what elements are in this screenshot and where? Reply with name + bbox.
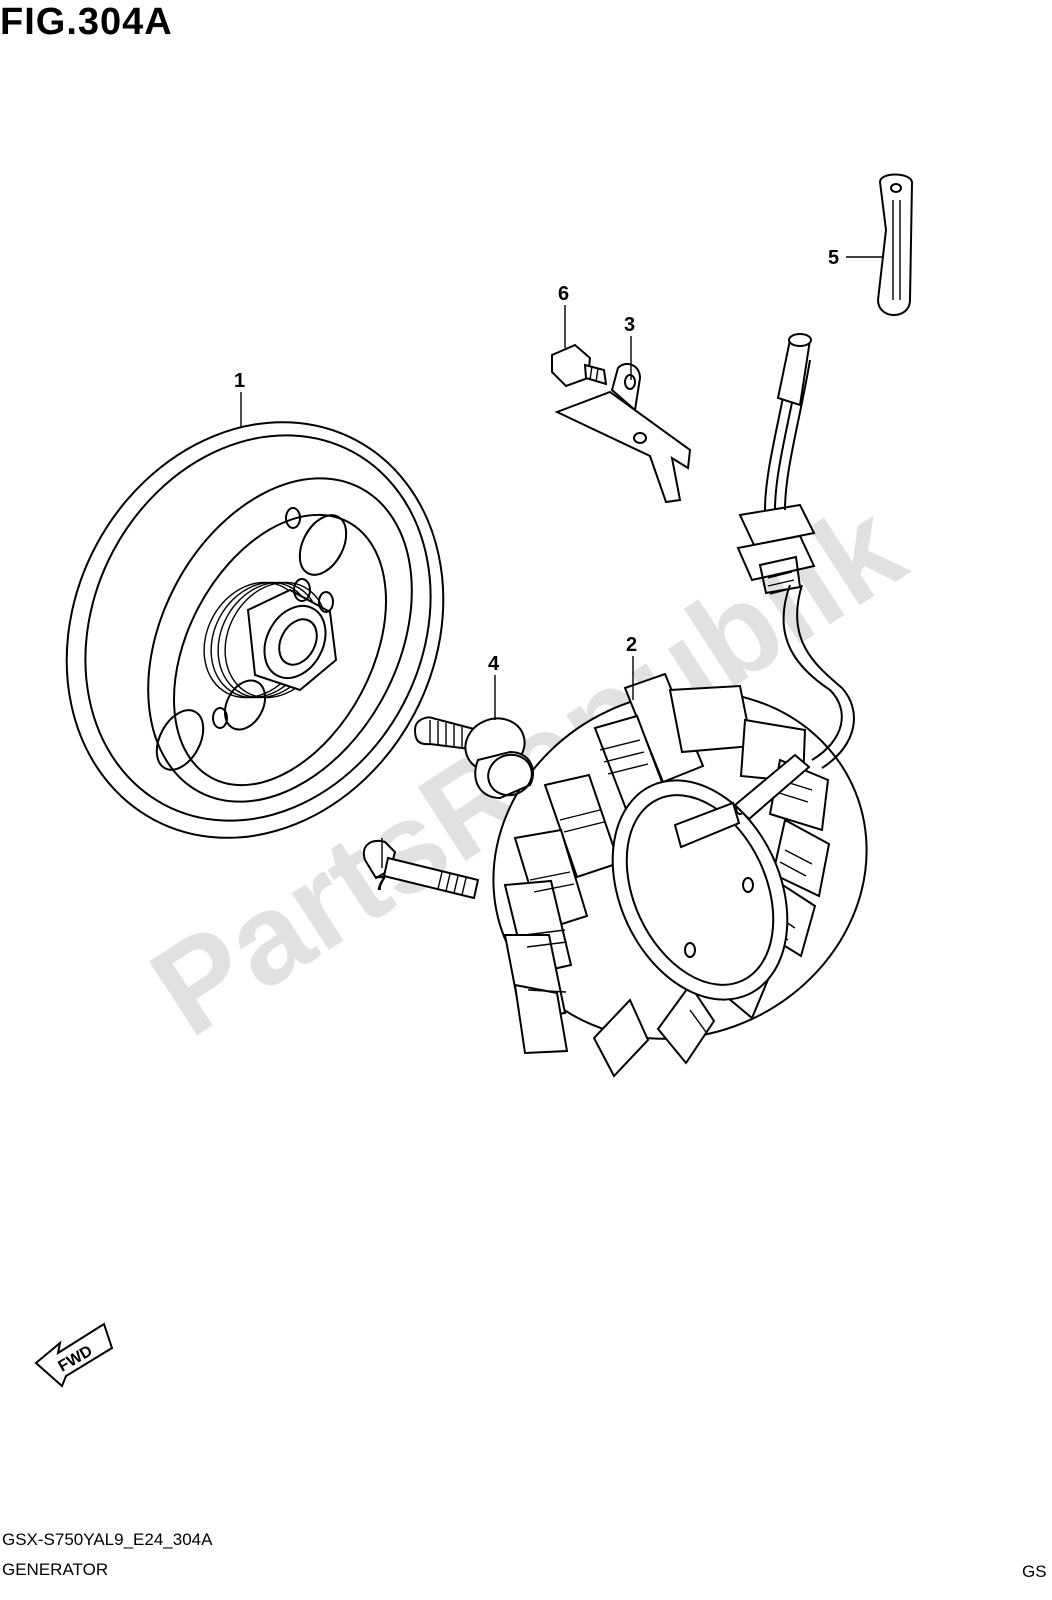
callout-4[interactable]: 4 [488,653,500,675]
screw-part-7[interactable] [362,840,480,900]
stator-part-2[interactable] [436,631,924,1100]
callout-1[interactable]: 1 [234,370,245,392]
figure-title: FIG.304A [0,1,173,43]
rotor-part-1[interactable] [0,356,515,905]
callout-7[interactable]: 7 [375,873,386,895]
callout-3[interactable]: 3 [624,314,635,336]
figure-name: GENERATOR [2,1560,109,1579]
wire-harness[interactable] [736,333,855,769]
clamp-part-5[interactable] [876,173,914,316]
callout-5[interactable]: 5 [828,247,839,269]
corner-mark: GS [1022,1562,1047,1581]
bolt-part-6[interactable] [551,343,608,388]
stud-part-4[interactable] [413,710,538,801]
figure-code: GSX-S750YAL9_E24_304A [2,1530,213,1549]
callout-6[interactable]: 6 [558,283,569,305]
bracket-part-3[interactable] [554,362,692,504]
callout-2[interactable]: 2 [626,634,637,656]
fwd-arrow-icon: FWD [34,1322,114,1388]
